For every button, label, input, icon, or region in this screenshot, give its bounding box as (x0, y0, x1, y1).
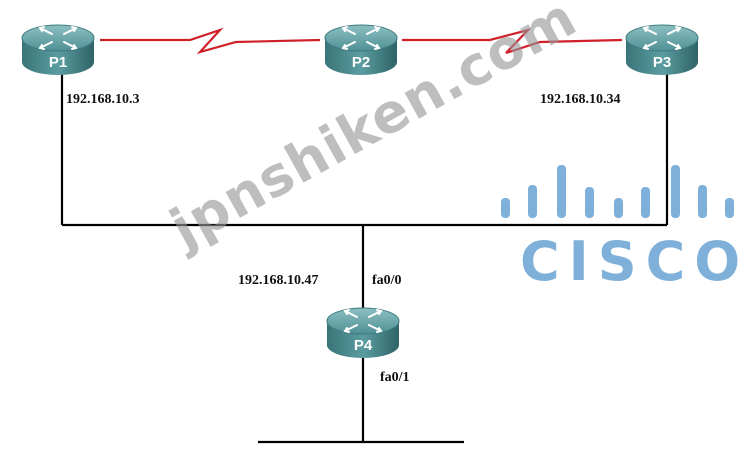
p3-ip-address: 192.168.10.34 (540, 92, 621, 107)
serial-link-p2-p3 (402, 27, 623, 55)
serial-link-p1-p2 (100, 27, 321, 55)
router-p1[interactable]: P1 (21, 24, 95, 76)
cisco-logo-bars (501, 165, 734, 218)
router-p4[interactable]: P4 (326, 307, 400, 359)
router-p2-label: P2 (352, 54, 370, 71)
p4-fa01-interface-label: fa0/1 (380, 370, 410, 385)
p1-ip-address: 192.168.10.3 (66, 92, 140, 107)
router-p1-label: P1 (49, 54, 67, 71)
router-p4-label: P4 (354, 337, 373, 354)
router-p3[interactable]: P3 (625, 24, 699, 76)
router-p3-label: P3 (653, 54, 671, 71)
p4-ip-address: 192.168.10.47 (238, 273, 319, 288)
router-p2[interactable]: P2 (324, 24, 398, 76)
p4-fa00-interface-label: fa0/0 (372, 273, 402, 288)
cisco-logo-text: CISCO (520, 230, 744, 293)
